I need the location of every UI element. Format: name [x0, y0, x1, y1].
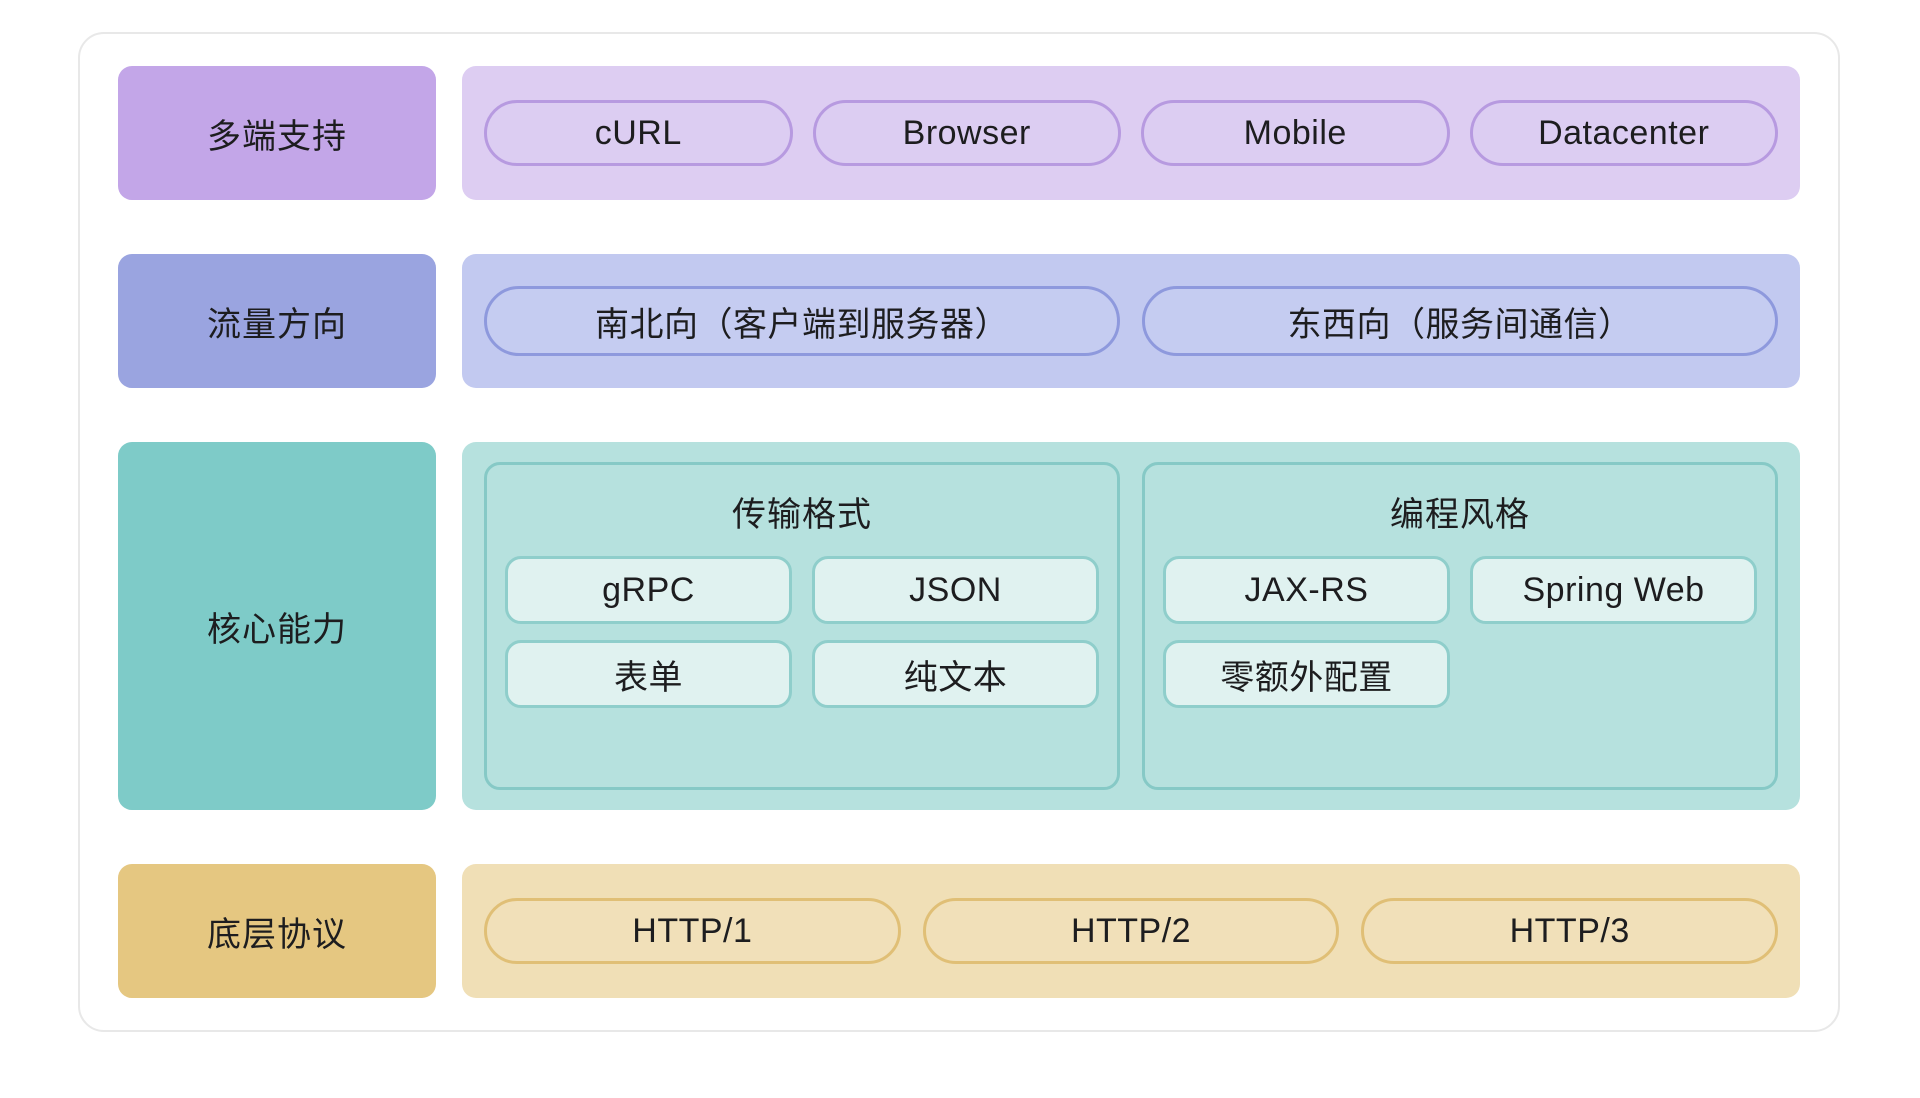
- chip-row: gRPC JSON: [505, 556, 1099, 624]
- row-label-underlying-protocol: 底层协议: [118, 864, 436, 998]
- chip-zero-extra-config[interactable]: 零额外配置: [1163, 640, 1450, 708]
- pill-north-south[interactable]: 南北向（客户端到服务器）: [484, 286, 1120, 356]
- chip-label: Spring Web: [1522, 570, 1705, 609]
- chip-label: 纯文本: [903, 658, 1008, 697]
- row-body-multi-client: cURL Browser Mobile Datacenter: [462, 66, 1800, 200]
- group-transfer-format: 传输格式 gRPC JSON 表单 纯文: [484, 462, 1120, 790]
- pill-http3[interactable]: HTTP/3: [1361, 898, 1779, 964]
- chip-label: 零额外配置: [1220, 658, 1393, 697]
- chip-plain-text[interactable]: 纯文本: [812, 640, 1099, 708]
- row-label-core-capability: 核心能力: [118, 442, 436, 810]
- chip-label: gRPC: [602, 570, 695, 609]
- layer-row-core-capability: 核心能力 传输格式 gRPC JSON 表单: [118, 442, 1800, 810]
- group-title-programming-style: 编程风格: [1390, 496, 1530, 534]
- pill-label: Browser: [902, 113, 1031, 152]
- pill-mobile[interactable]: Mobile: [1141, 100, 1450, 166]
- row-label-text: 底层协议: [207, 915, 347, 954]
- row-label-text: 核心能力: [207, 610, 347, 649]
- chip-row: 零额外配置: [1163, 640, 1757, 708]
- pill-label: cURL: [594, 113, 682, 152]
- chip-label: 表单: [614, 658, 683, 697]
- row-label-text: 多端支持: [207, 117, 347, 156]
- chip-row: JAX-RS Spring Web: [1163, 556, 1757, 624]
- chip-label: JSON: [909, 570, 1002, 609]
- group-programming-style: 编程风格 JAX-RS Spring Web 零额外配置: [1142, 462, 1778, 790]
- pill-http2[interactable]: HTTP/2: [922, 898, 1340, 964]
- row-body-underlying-protocol: HTTP/1 HTTP/2 HTTP/3: [462, 864, 1800, 998]
- chip-grpc[interactable]: gRPC: [505, 556, 792, 624]
- pill-label: HTTP/2: [1070, 911, 1192, 950]
- chip-spring-web[interactable]: Spring Web: [1470, 556, 1757, 624]
- layer-row-traffic-direction: 流量方向 南北向（客户端到服务器） 东西向（服务间通信）: [118, 254, 1800, 388]
- chip-json[interactable]: JSON: [812, 556, 1099, 624]
- pill-label: Mobile: [1243, 113, 1347, 152]
- row-label-multi-client: 多端支持: [118, 66, 436, 200]
- row-body-core-capability: 传输格式 gRPC JSON 表单 纯文: [462, 442, 1800, 810]
- layer-row-underlying-protocol: 底层协议 HTTP/1 HTTP/2 HTTP/3: [118, 864, 1800, 998]
- pill-datacenter[interactable]: Datacenter: [1469, 100, 1778, 166]
- chip-label: JAX-RS: [1244, 570, 1369, 609]
- row-body-traffic-direction: 南北向（客户端到服务器） 东西向（服务间通信）: [462, 254, 1800, 388]
- architecture-card: 多端支持 cURL Browser Mobile Datacenter: [78, 32, 1840, 1032]
- pill-label: 东西向（服务间通信）: [1287, 305, 1633, 344]
- layer-row-multi-client: 多端支持 cURL Browser Mobile Datacenter: [118, 66, 1800, 200]
- chip-jax-rs[interactable]: JAX-RS: [1163, 556, 1450, 624]
- chip-form[interactable]: 表单: [505, 640, 792, 708]
- row-label-traffic-direction: 流量方向: [118, 254, 436, 388]
- chip-row: 表单 纯文本: [505, 640, 1099, 708]
- pill-http1[interactable]: HTTP/1: [484, 898, 901, 964]
- pill-east-west[interactable]: 东西向（服务间通信）: [1142, 286, 1778, 356]
- pill-curl[interactable]: cURL: [484, 100, 793, 166]
- pill-browser[interactable]: Browser: [812, 100, 1121, 166]
- pill-label: HTTP/3: [1509, 911, 1630, 950]
- pill-label: HTTP/1: [632, 911, 753, 950]
- group-title-transfer-format: 传输格式: [732, 496, 872, 534]
- pill-label: 南北向（客户端到服务器）: [595, 305, 1009, 344]
- pill-label: Datacenter: [1538, 113, 1710, 152]
- row-label-text: 流量方向: [207, 305, 347, 344]
